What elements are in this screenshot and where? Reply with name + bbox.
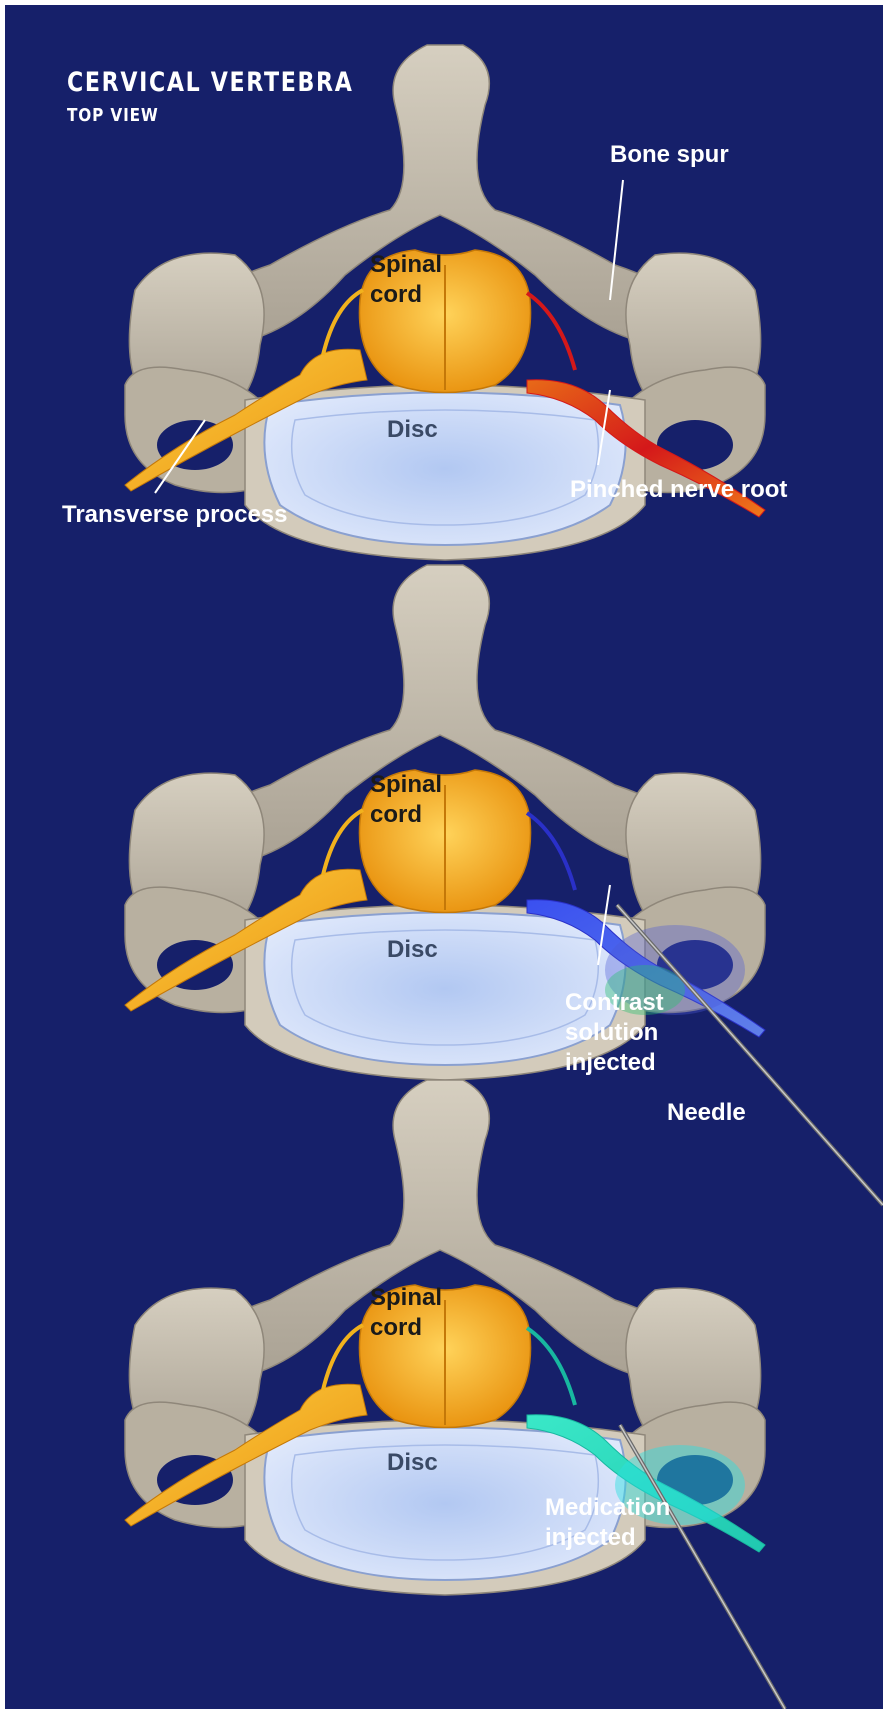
disc-label-2: Disc xyxy=(387,935,438,965)
disc-label-1: Disc xyxy=(387,415,438,445)
contrast-label: Contrast solution injected xyxy=(565,988,695,1078)
diagram-subtitle: TOP VIEW xyxy=(67,105,159,126)
spinal-cord-label-1: Spinal cord xyxy=(370,250,490,310)
spinal-cord-label-3: Spinal cord xyxy=(370,1283,490,1343)
pinched-nerve-label: Pinched nerve root xyxy=(570,475,800,505)
diagram-frame: CERVICAL VERTEBRA TOP VIEW Spinal cord D… xyxy=(5,5,883,1709)
needle-label: Needle xyxy=(667,1098,746,1128)
transverse-process-label: Transverse process xyxy=(62,500,287,530)
bone-spur-label: Bone spur xyxy=(610,140,729,170)
medication-label: Medication injected xyxy=(545,1493,685,1553)
spinal-cord-label-2: Spinal cord xyxy=(370,770,490,830)
diagram-title: CERVICAL VERTEBRA xyxy=(67,67,353,98)
disc-label-3: Disc xyxy=(387,1448,438,1478)
